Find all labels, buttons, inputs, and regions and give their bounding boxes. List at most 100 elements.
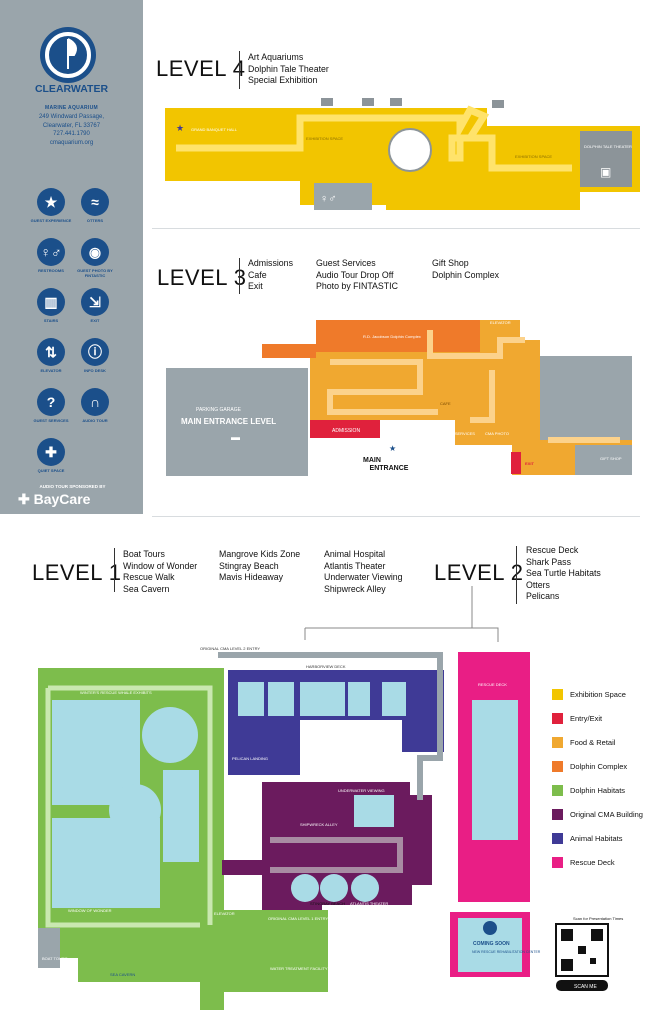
baycare-icon: ✚ [18,491,30,507]
winter-label: WINTER'S RESCUE WHALE EXHIBITS [80,690,152,695]
level-1-item: Animal Hospital [324,549,386,559]
level-1-divider [114,548,115,592]
admission-label: ADMISSION [332,428,360,434]
phone-number: 727.441.1790 [53,131,90,137]
banquet-label: GRAND BANQUET HALL [191,127,238,132]
amenity-legend-item: ?Guest Services [28,388,74,423]
level-3-col3: Gift Shop Dolphin Complex [432,258,499,281]
orig-entry-label: ORIGINAL CMA LEVEL 1 ENTRY [268,916,328,921]
address-block: 249 Windward Passage, Clearwater, FL 337… [14,113,129,147]
level-4-list: Art Aquariums Dolphin Tale Theater Speci… [248,52,329,87]
amenity-legend-item: ⓘInfo Desk [72,338,118,373]
jabil-label: JABIL MANATEE EXODUS [300,740,349,745]
level-2-item: Otters [526,579,550,590]
shipwreck-label: SHIPWRECK ALLEY [300,822,338,827]
elevator-label: ELEVATOR [490,320,511,325]
level-3-title: LEVEL 3 [157,265,247,290]
amenity-label: Elevator [40,368,62,373]
level-1-title: LEVEL 1 [32,560,122,585]
legend-label: Dolphin Complex [570,761,628,771]
level-2-item: Shark Pass [526,556,571,567]
coming-soon-label: COMING SOON [473,941,510,947]
guest-services-label: GUEST SERVICES [440,431,475,436]
level-4-separator [152,228,640,229]
level-1-item: Shipwreck Alley [324,583,386,594]
level-1-item: Mavis Hideaway [219,572,284,582]
legend-label: Animal Habitats [570,833,623,843]
boat-label: BOAT TOURS [42,956,68,961]
exhibit-label-1: EXHIBITION SPACE [306,136,343,141]
legend-swatch [552,856,563,868]
headphones-icon: ∩ [81,388,109,416]
legend-item: Original CMA Building [552,808,643,820]
amenity-label: Guest Services [33,418,69,423]
amenity-legend-item: ★Guest Experience [28,188,74,223]
level-3-separator [152,516,640,517]
amenity-legend-item: ⇲Exit [72,288,118,323]
rescue-deck-label: RESCUE DECK [478,682,507,687]
level-4-item: Special Exhibition [248,75,318,85]
level-3-col1: Admissions Cafe Exit [248,258,293,293]
amenity-label: Stairs [43,318,59,323]
atlantis-label: ATLANTIS THEATER [350,901,388,906]
legend-swatch [552,712,563,724]
car-icon: ▬ [231,432,240,442]
legend-swatch [552,784,563,796]
legend-label: Entry/Exit [570,713,603,723]
star-icon: ★ [389,444,396,453]
star-icon: ★ [176,123,184,133]
amenity-legend-item: ▥ Stairs [28,288,74,323]
amenity-legend-item: ⇅Elevator [28,338,74,373]
photo-label: CMA PHOTO [485,431,509,436]
fish-icon: ≈ [81,188,109,216]
main-entrance-label-2: ENTRANCE [370,465,409,472]
legend-swatch [552,736,563,748]
elevator-label-l1: ELEVATOR [214,911,235,916]
level-3-item: Audio Tour Drop Off [316,269,394,280]
legend-item: Rescue Deck [552,856,615,868]
amenity-legend-item: ∩ Audio Tour [72,388,118,423]
level-1-col1: Boat Tours Window of Wonder Rescue Walk … [123,549,197,595]
level-3-divider [239,258,240,294]
amenity-label: Quiet Space [37,468,65,473]
level-1-2-map: WINTER'S RESCUE WHALE EXHIBITS WINDOW OF… [38,586,541,1010]
legend-swatch [552,760,563,772]
camera-icon: ◉ [81,238,109,266]
legend-label: Exhibition Space [570,689,626,699]
level-2-list: Rescue Deck Shark Pass Sea Turtle Habita… [526,545,601,603]
amenity-label: Audio Tour [82,418,108,423]
level-2-title: LEVEL 2 [434,560,524,585]
legend-item: Food & Retail [552,736,615,748]
level-2-item: Sea Turtle Habitats [526,568,601,578]
address-line: Clearwater, FL 33767 [42,122,101,129]
level-1-item: Rescue Walk [123,572,175,582]
harborview-label: HARBORVIEW DECK [306,664,346,669]
level-3-item: Cafe [248,269,267,280]
level-1-item: Sea Cavern [123,583,170,594]
amenity-label: Guest Experience [30,218,72,223]
level-2-item: Rescue Deck [526,545,579,555]
legend-swatch [552,832,563,844]
level-3-item: Gift Shop [432,258,469,268]
level-3-item: Admissions [248,258,293,268]
stairs-icon: ▥ [37,288,65,316]
level-1-item: Mangrove Kids Zone [219,549,301,559]
restroom-icon: ♀♂ [320,193,337,205]
gift-label: GIFT SHOP [600,456,622,461]
baycare-text: BayCare [33,491,91,507]
scan-me-label: SCAN ME [574,984,597,990]
level-1-item: Boat Tours [123,549,165,559]
amenity-label: Guest Photo by Fintastic [77,268,113,278]
level-3-item: Dolphin Complex [432,269,499,280]
underwater-label: UNDERWATER VIEWING [338,788,385,793]
brand-name: CLEARWATER [34,83,109,95]
level-4-map: ★ GRAND BANQUET HALL EXHIBITION SPACE EX… [165,98,640,210]
water-treatment-label: WATER TREATMENT FACILITY [270,966,328,971]
legend-item: Animal Habitats [552,832,623,844]
level-4-title: LEVEL 4 [156,56,246,81]
website-link[interactable]: cmaquarium.org [49,139,94,146]
amenity-label: Restrooms [38,268,64,273]
main-entrance-level-label: MAIN ENTRANCE LEVEL [181,417,276,426]
scan-me-button[interactable] [556,980,608,991]
